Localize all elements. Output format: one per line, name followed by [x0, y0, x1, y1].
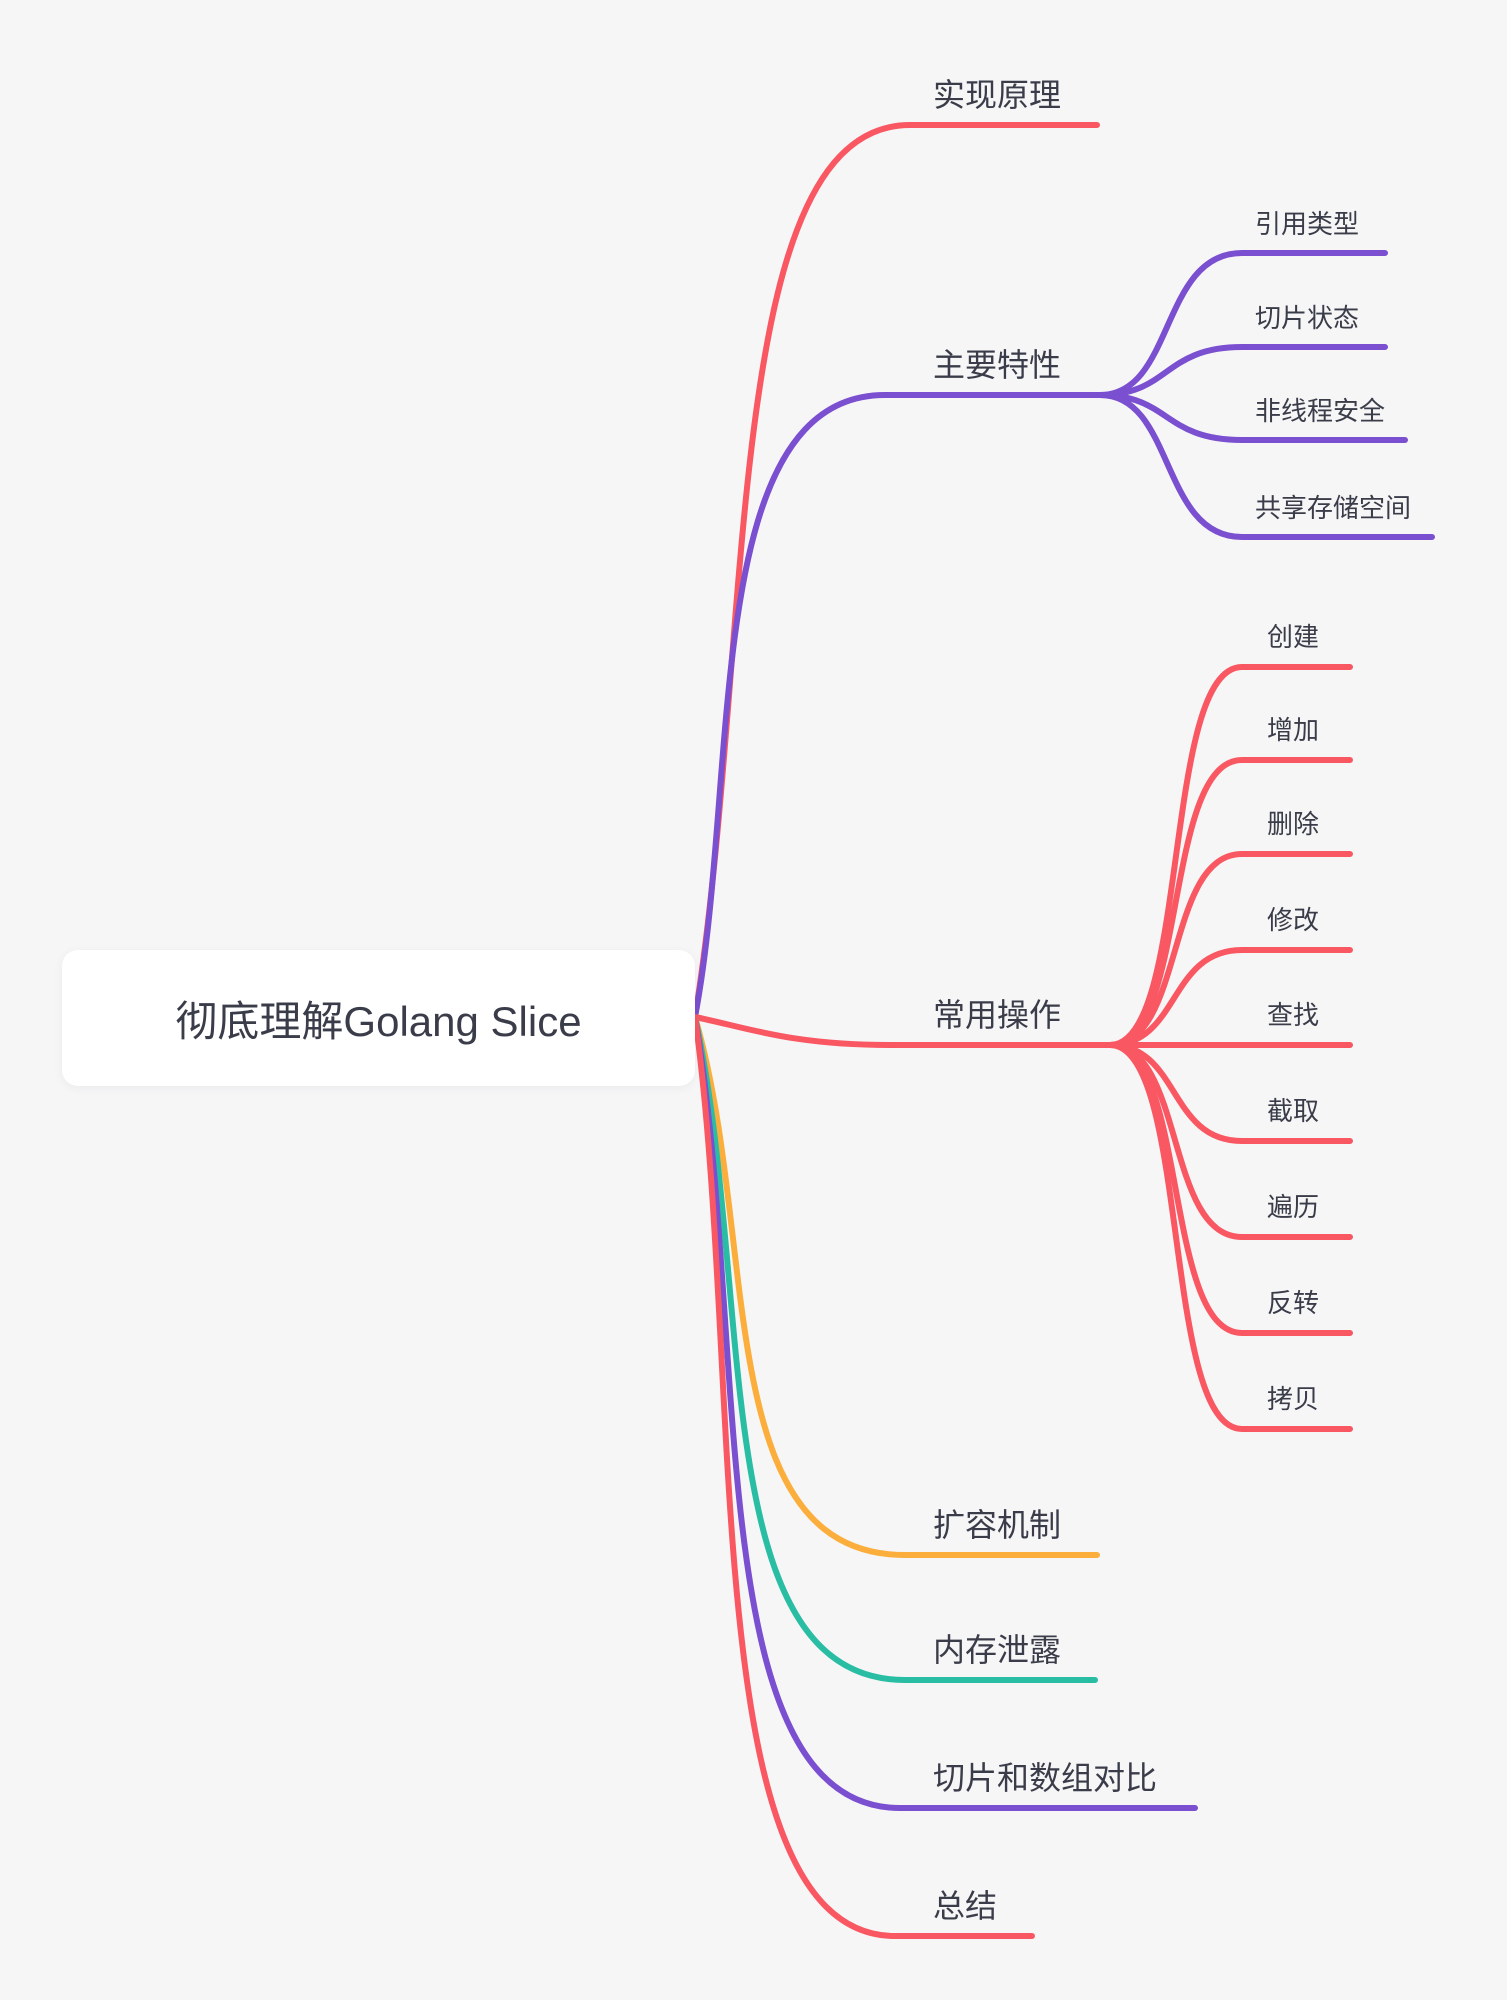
branch-line-summary [692, 1014, 1035, 1939]
child-line-reference-type [1097, 250, 1388, 398]
node-modify[interactable]: 修改 [1267, 905, 1320, 935]
node-delete[interactable]: 删除 [1267, 809, 1320, 839]
child-line-shared-storage [1097, 392, 1435, 540]
branch-line-common-operations [692, 1014, 1113, 1048]
branch-summary[interactable]: 总结 [933, 1888, 998, 1924]
child-line-delete [1107, 851, 1353, 1048]
child-line-append [1107, 757, 1353, 1048]
branch-line-main-features [692, 392, 1103, 1020]
branch-line-memory-leak [692, 1014, 1098, 1683]
node-slice-state[interactable]: 切片状态 [1255, 303, 1360, 333]
branch-memory-leak[interactable]: 内存泄露 [933, 1632, 1062, 1668]
branch-implementation-principle[interactable]: 实现原理 [933, 77, 1062, 113]
child-line-slice-state [1097, 344, 1388, 398]
node-copy[interactable]: 拷贝 [1267, 1384, 1320, 1414]
node-slice-cut[interactable]: 截取 [1267, 1096, 1320, 1126]
node-append[interactable]: 增加 [1267, 715, 1320, 745]
branch-line-growth-mechanism [692, 1014, 1100, 1558]
node-reference-type[interactable]: 引用类型 [1255, 209, 1360, 239]
node-reverse[interactable]: 反转 [1267, 1288, 1320, 1318]
branch-line-implementation-principle [692, 122, 1100, 1020]
root-node[interactable]: 彻底理解Golang Slice [62, 950, 695, 1086]
node-create[interactable]: 创建 [1267, 622, 1320, 652]
node-shared-storage[interactable]: 共享存储空间 [1255, 493, 1412, 523]
branch-slice-vs-array[interactable]: 切片和数组对比 [933, 1760, 1158, 1796]
child-line-modify [1107, 947, 1353, 1048]
branch-line-slice-vs-array [692, 1014, 1198, 1811]
branch-main-features[interactable]: 主要特性 [933, 347, 1062, 383]
child-line-copy [1107, 1042, 1353, 1432]
node-traverse[interactable]: 遍历 [1267, 1192, 1320, 1222]
child-line-not-thread-safe [1097, 392, 1408, 443]
node-not-thread-safe[interactable]: 非线程安全 [1255, 396, 1386, 426]
node-find[interactable]: 查找 [1267, 1000, 1320, 1030]
branch-growth-mechanism[interactable]: 扩容机制 [933, 1507, 1062, 1543]
branch-common-operations[interactable]: 常用操作 [933, 997, 1062, 1033]
